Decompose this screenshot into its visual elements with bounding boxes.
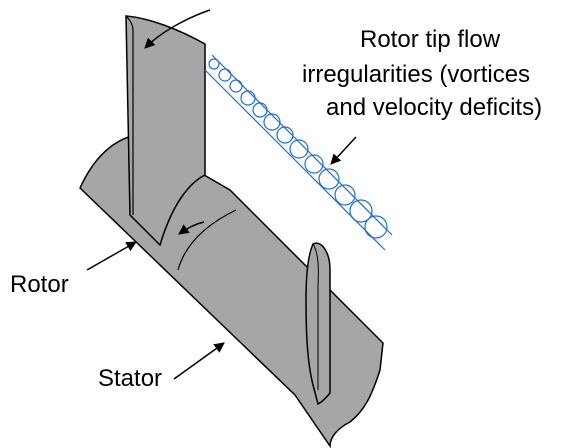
vortex-ring (240, 90, 256, 106)
stator-blade-edge (312, 243, 319, 390)
vortex-ring (364, 215, 388, 239)
rotor-stator-interface (177, 209, 237, 271)
tip-vortex-trail (204, 54, 393, 251)
rotation-arrow (144, 9, 211, 49)
rotor-blade-leading-edge (125, 15, 134, 215)
vortex-ring (349, 199, 373, 223)
tip-flow-label-line2: irregularities (vortices (302, 61, 530, 88)
flow-direction-arrow (178, 221, 205, 235)
rotor-blade (125, 15, 206, 247)
vortex-ring (334, 184, 356, 206)
tip-flow-label-line1: Rotor tip flow (360, 26, 501, 53)
rotor-leader-arrow (86, 241, 137, 271)
vortex-ring (289, 139, 309, 159)
tip-flow-label-line3: and velocity deficits) (326, 94, 542, 121)
vortex-ring (276, 126, 294, 144)
vortex-ring (318, 168, 340, 190)
vortex-ring (263, 113, 281, 131)
rotor-label: Rotor (10, 271, 69, 298)
vortex-ring (304, 154, 324, 174)
vortex-ring (252, 102, 268, 118)
stator-label: Stator (98, 365, 162, 392)
vortex-ring (218, 68, 232, 82)
hub-surface (79, 134, 384, 448)
vortex-ring (229, 79, 243, 93)
stator-leader-arrow (173, 342, 225, 380)
vortex-ring (208, 58, 220, 70)
tip-flow-leader-arrow (330, 136, 357, 165)
